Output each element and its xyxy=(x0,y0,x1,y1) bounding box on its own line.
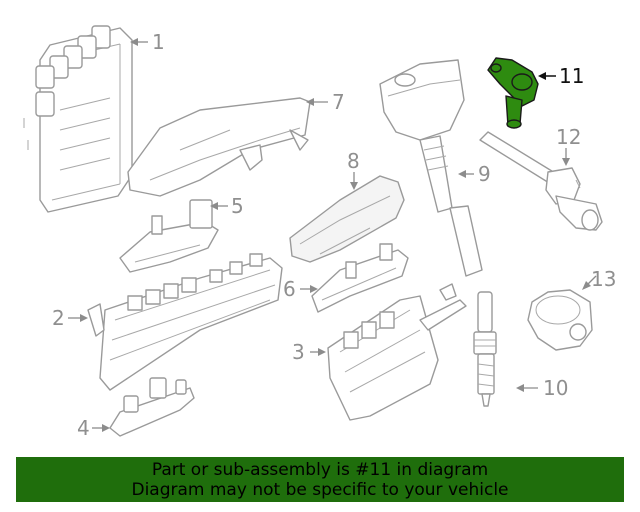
part-4-connector[interactable] xyxy=(109,377,195,437)
callout-8[interactable]: 8 xyxy=(347,149,360,173)
callout-1[interactable]: 1 xyxy=(152,30,165,54)
part-8-pad[interactable] xyxy=(289,175,405,263)
leader-8 xyxy=(350,172,358,190)
part-3-control-unit[interactable] xyxy=(327,283,467,421)
leader-2 xyxy=(68,314,88,322)
part-11-sensor-highlighted[interactable] xyxy=(487,57,539,129)
part-1-control-module[interactable] xyxy=(23,25,133,213)
callout-6[interactable]: 6 xyxy=(283,277,296,301)
banner-line-2: Diagram may not be specific to your vehi… xyxy=(131,479,509,500)
callout-10[interactable]: 10 xyxy=(543,376,568,400)
callout-7[interactable]: 7 xyxy=(332,90,345,114)
leader-4 xyxy=(92,424,110,432)
callout-9[interactable]: 9 xyxy=(478,162,491,186)
leader-11 xyxy=(538,72,556,80)
callout-12[interactable]: 12 xyxy=(556,125,581,149)
info-banner: Part or sub-assembly is #11 in diagram D… xyxy=(16,457,624,502)
leader-12 xyxy=(562,148,570,166)
leader-3 xyxy=(310,348,326,356)
callout-11[interactable]: 11 xyxy=(559,64,584,88)
part-7-cover[interactable] xyxy=(127,97,311,197)
leader-10 xyxy=(516,384,538,392)
part-2-fuse-box[interactable] xyxy=(87,253,283,391)
parts-diagram: 1 7 5 xyxy=(23,25,616,440)
callout-5[interactable]: 5 xyxy=(231,194,244,218)
part-5-bracket[interactable] xyxy=(119,199,219,273)
leader-6 xyxy=(300,285,318,293)
leader-1 xyxy=(130,38,148,46)
leader-5 xyxy=(210,202,228,210)
callout-3[interactable]: 3 xyxy=(292,340,305,364)
leader-13 xyxy=(582,275,597,290)
leader-9 xyxy=(458,170,474,178)
banner-line-1: Part or sub-assembly is #11 in diagram xyxy=(151,459,489,480)
callout-13[interactable]: 13 xyxy=(591,267,616,291)
leader-7 xyxy=(306,98,328,106)
part-10-spark-plug[interactable] xyxy=(473,291,497,407)
callout-2[interactable]: 2 xyxy=(52,306,65,330)
part-9-ignition-coil[interactable] xyxy=(379,59,483,277)
part-12-sensor[interactable] xyxy=(479,131,603,231)
callout-4[interactable]: 4 xyxy=(77,416,90,440)
part-13-sensor[interactable] xyxy=(527,289,593,351)
part-6-bracket[interactable] xyxy=(311,243,409,313)
